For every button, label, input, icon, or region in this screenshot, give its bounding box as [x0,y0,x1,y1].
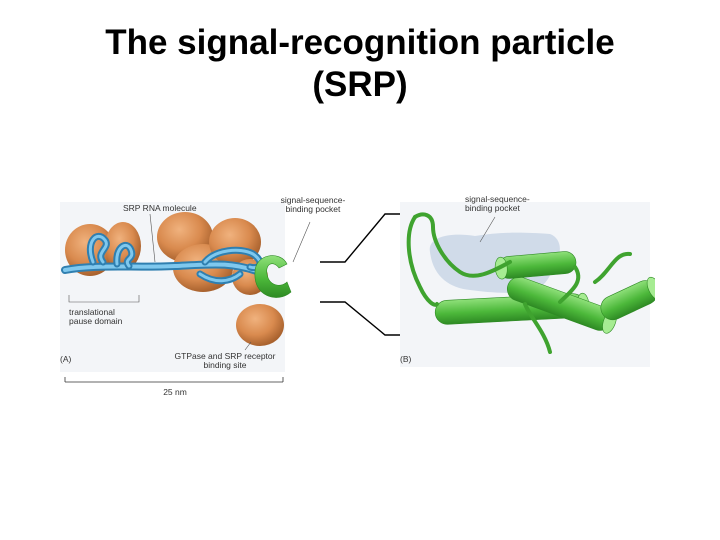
scale-label: 25 nm [163,387,187,397]
domain-label-line2: pause domain [69,316,123,326]
slide-title-line1: The signal-recognition particle [105,23,615,62]
binding-pocket-surface [429,232,560,293]
scale-bar [64,377,284,383]
slide-title-line2: (SRP) [312,65,408,104]
zoom-connector-lines [320,213,400,336]
pocket-label-b: signal-sequence- binding pocket [465,195,530,213]
srp-rna-label: SRP RNA molecule [123,203,197,213]
pocket-label-a: signal-sequence- binding pocket [273,196,353,214]
signal-binding-domain-a [254,255,292,298]
gtpase-receptor-label: GTPase and SRP receptor binding site [165,352,285,370]
panel-a-letter: (A) [60,354,72,364]
alpha-helices [434,251,655,334]
receptor-label-line2: binding site [203,360,247,370]
loop-backbone [406,212,632,354]
pocket-label-b-line2: binding pocket [465,203,520,213]
pocket-label-a-line2: binding pocket [285,204,341,214]
slide-title: The signal-recognition particle (SRP) [0,22,720,106]
srp-figure: SRP RNA molecule signal-sequence- bindin… [55,192,655,402]
pocket-label-a-line1: signal-sequence- [280,195,346,205]
translational-pause-domain-label: translational pause domain [69,308,122,326]
panel-b-leader-line [479,216,496,243]
pocket-label-b-line1: signal-sequence- [465,194,530,204]
panel-a-leader-lines [68,213,311,351]
receptor-label-line1: GTPase and SRP receptor [174,351,276,361]
domain-label-line1: translational [69,307,115,317]
srp-illustration [60,202,655,383]
panel-b-letter: (B) [400,354,412,364]
